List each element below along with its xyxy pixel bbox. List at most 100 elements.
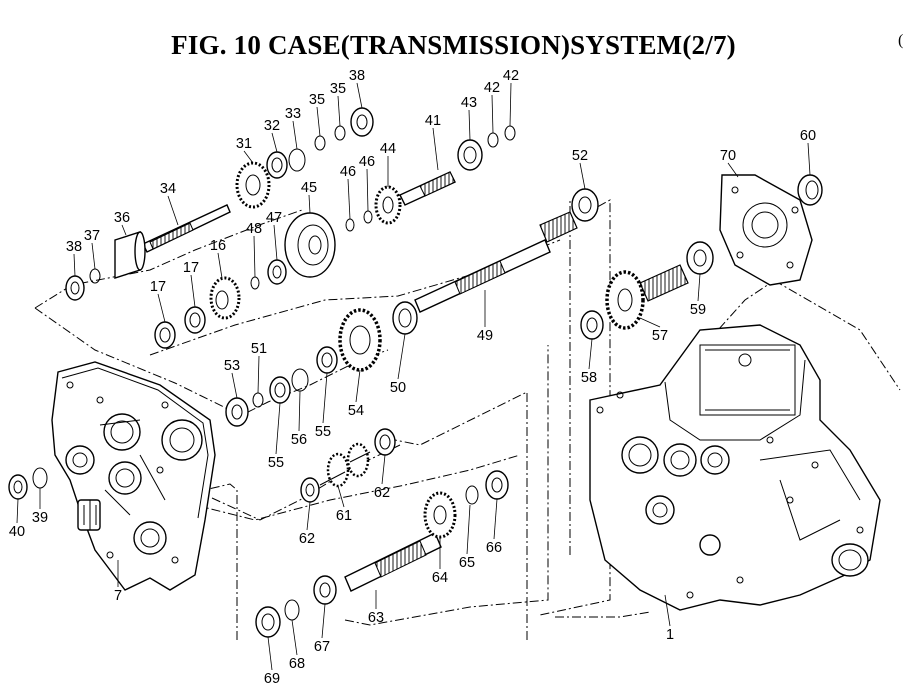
leader-line bbox=[588, 338, 593, 370]
leader-line bbox=[308, 194, 311, 214]
part-number-label: 52 bbox=[572, 148, 588, 164]
shaft-41 bbox=[399, 171, 456, 206]
part-number-label: 35 bbox=[309, 92, 325, 108]
part-number-label: 64 bbox=[432, 570, 448, 586]
leader-line bbox=[579, 162, 586, 190]
part-number-label: 43 bbox=[461, 95, 477, 111]
leader-line bbox=[271, 132, 278, 153]
leader-line bbox=[217, 252, 223, 279]
part-number-label: 50 bbox=[390, 380, 406, 396]
part-number-label: 40 bbox=[9, 524, 25, 540]
leader-line bbox=[347, 178, 351, 220]
part-number-label: 60 bbox=[800, 128, 816, 144]
leader-line bbox=[466, 504, 471, 555]
leader-line bbox=[292, 120, 298, 150]
part-number-label: 1 bbox=[666, 627, 674, 643]
part-number-label: 63 bbox=[368, 610, 384, 626]
part-number-label: 41 bbox=[425, 113, 441, 129]
part-number-label: 61 bbox=[336, 508, 352, 524]
gear-57 bbox=[605, 270, 645, 330]
leader-line bbox=[91, 242, 96, 270]
part-number-label: 42 bbox=[484, 80, 500, 96]
part-number-label: 42 bbox=[503, 68, 519, 84]
part-number-label: 55 bbox=[268, 455, 284, 471]
leader-line bbox=[727, 162, 739, 178]
leader-line bbox=[337, 95, 341, 127]
leader-line bbox=[321, 603, 326, 639]
part-number-label: 16 bbox=[210, 238, 226, 254]
figure-title: FIG. 10 CASE(TRANSMISSION)SYSTEM(2/7) bbox=[171, 30, 736, 60]
part-number-label: 68 bbox=[289, 656, 305, 672]
part-number-label: 38 bbox=[66, 239, 82, 255]
part-number-label: 46 bbox=[340, 164, 356, 180]
snap-rings bbox=[32, 125, 516, 621]
part-number-label: 45 bbox=[301, 180, 317, 196]
shaft-57 bbox=[639, 264, 689, 302]
leader-line bbox=[267, 636, 273, 671]
bearings bbox=[8, 107, 714, 638]
leader-line bbox=[639, 317, 661, 328]
leader-line bbox=[664, 594, 671, 627]
leader-line bbox=[253, 235, 256, 278]
leader-line bbox=[257, 355, 260, 394]
part-number-label: 44 bbox=[380, 141, 396, 157]
leader-line bbox=[157, 293, 166, 323]
leader-line bbox=[190, 274, 196, 308]
leader-line bbox=[432, 127, 439, 171]
part-number-label: 58 bbox=[581, 370, 597, 386]
gear-44 bbox=[374, 185, 402, 225]
corner-mark: ( bbox=[898, 32, 904, 49]
part-number-label: 66 bbox=[486, 540, 502, 556]
part-number-label: 47 bbox=[266, 210, 282, 226]
leader-line bbox=[231, 372, 238, 399]
part-number-label: 33 bbox=[285, 106, 301, 122]
gear-54 bbox=[338, 308, 382, 372]
leader-line bbox=[121, 224, 127, 236]
front-transmission-case bbox=[51, 361, 216, 591]
leader-line bbox=[355, 369, 361, 403]
leader-line bbox=[306, 501, 311, 531]
part-number-label: 46 bbox=[359, 154, 375, 170]
part-number-label: 59 bbox=[690, 302, 706, 318]
part-number-label: 51 bbox=[251, 341, 267, 357]
leader-line bbox=[356, 82, 363, 109]
part-number-label: 62 bbox=[299, 531, 315, 547]
part-number-label: 49 bbox=[477, 328, 493, 344]
rear-cover bbox=[719, 174, 813, 286]
part-number-label: 7 bbox=[114, 588, 122, 604]
part-number-label: 17 bbox=[183, 260, 199, 276]
clutch-45 bbox=[284, 212, 336, 278]
leader-line bbox=[509, 82, 512, 127]
part-number-label: 67 bbox=[314, 639, 330, 655]
part-number-label: 35 bbox=[330, 81, 346, 97]
part-number-label: 56 bbox=[291, 432, 307, 448]
part-number-label: 54 bbox=[348, 403, 364, 419]
part-number-label: 62 bbox=[374, 485, 390, 501]
leader-line bbox=[316, 106, 321, 137]
leader-line bbox=[243, 150, 254, 164]
part-number-label: 48 bbox=[246, 221, 262, 237]
leader-line bbox=[697, 273, 701, 302]
part-number-label: 34 bbox=[160, 181, 176, 197]
part-number-label: 32 bbox=[264, 118, 280, 134]
leader-line bbox=[807, 142, 811, 176]
part-number-label: 70 bbox=[720, 148, 736, 164]
part-number-label: 53 bbox=[224, 358, 240, 374]
leader-line bbox=[167, 195, 179, 226]
gear-16 bbox=[209, 276, 241, 320]
part-number-label: 38 bbox=[349, 68, 365, 84]
shaft-63 bbox=[344, 532, 442, 592]
leader-line bbox=[298, 390, 301, 432]
rear-transmission-case bbox=[589, 324, 881, 611]
leader-line bbox=[275, 402, 281, 455]
part-number-label: 57 bbox=[652, 328, 668, 344]
gear-61 bbox=[319, 442, 371, 488]
leader-line bbox=[73, 253, 76, 277]
gear-31 bbox=[235, 161, 271, 209]
part-number-label: 55 bbox=[315, 424, 331, 440]
leader-line bbox=[493, 498, 498, 540]
leader-line bbox=[491, 94, 494, 134]
part-number-label: 37 bbox=[84, 228, 100, 244]
part-number-label: 31 bbox=[236, 136, 252, 152]
